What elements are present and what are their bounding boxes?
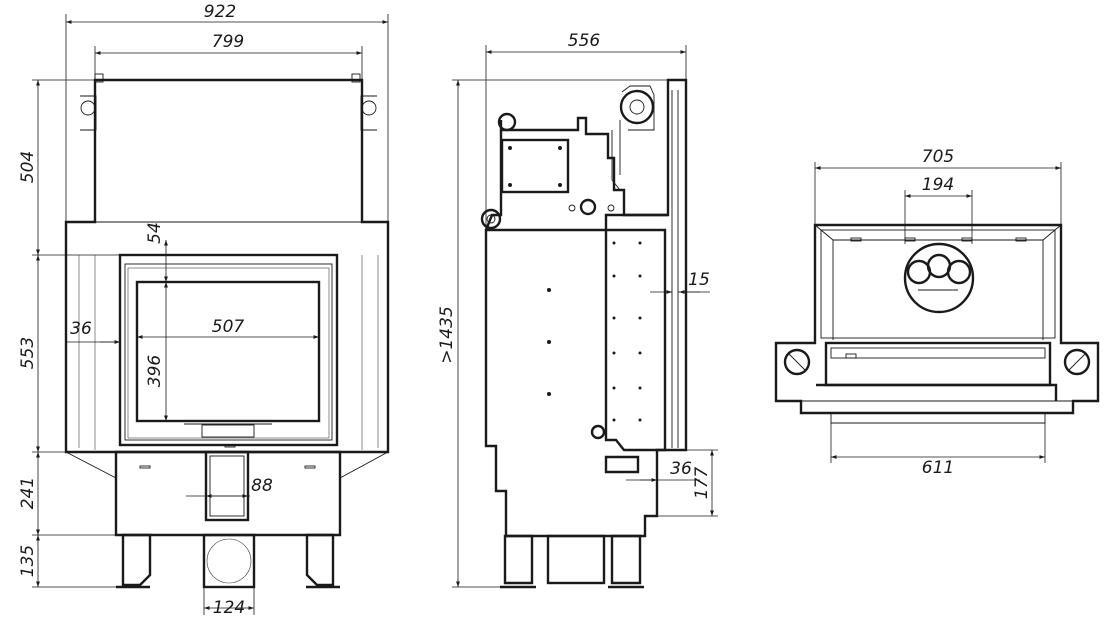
dim-overall-width: 922 (204, 2, 236, 22)
side-leg-left (503, 534, 534, 585)
dim-inlet-width: 88 (251, 476, 273, 496)
dim-leg-height: 135 (18, 545, 38, 577)
side-fan (619, 85, 655, 131)
dim-top-width: 705 (922, 147, 954, 167)
side-door-panel (604, 228, 667, 452)
top-outer-body (774, 223, 1100, 415)
top-flue (903, 242, 975, 314)
front-lower-body (114, 450, 342, 537)
side-view (480, 78, 688, 589)
dim-glass-height: 396 (145, 355, 165, 388)
dim-total-height: >1435 (437, 306, 457, 364)
top-hinge-left (783, 348, 811, 376)
front-door-frame (118, 253, 339, 447)
front-leg-right (305, 533, 335, 587)
top-view (774, 223, 1100, 424)
top-dimensions (814, 162, 1062, 463)
dim-door-offset: 15 (688, 270, 710, 290)
dim-depth: 556 (568, 31, 601, 51)
front-glass (135, 280, 321, 423)
front-view (64, 73, 390, 589)
hinge-right (360, 95, 377, 131)
side-rear-panel (500, 138, 570, 194)
side-main-body (484, 78, 688, 538)
dim-base-width: 611 (922, 458, 954, 478)
front-air-inlet (204, 450, 250, 522)
dim-body-width: 799 (212, 32, 244, 52)
dim-outlet-width: 124 (213, 598, 245, 618)
top-door-rail (824, 341, 1052, 387)
front-dimensions (32, 14, 389, 615)
dim-lower-height: 241 (18, 477, 38, 509)
side-dimension-labels: 556 >1435 15 36 177 (437, 31, 712, 499)
dim-glass-width: 507 (212, 317, 245, 337)
dim-inlet-height: 177 (692, 467, 712, 500)
hinge-left (80, 95, 97, 131)
front-leg-left (121, 533, 152, 587)
top-dimension-labels: 705 194 611 (922, 147, 954, 478)
dim-top-frame: 54 (145, 222, 165, 244)
dim-side-frame: 36 (70, 319, 92, 339)
dim-door-height: 553 (18, 337, 38, 369)
side-leg-right (610, 534, 642, 585)
dim-inlet-depth: 36 (670, 459, 692, 479)
front-upper-body (64, 78, 390, 454)
front-dimension-labels: 922 799 504 553 241 135 54 396 507 36 88… (18, 2, 273, 618)
side-dimensions (452, 45, 718, 588)
side-door-rivets (612, 241, 642, 422)
front-air-outlet (202, 533, 256, 589)
dim-flue-diameter: 194 (922, 175, 954, 195)
dim-upper-height: 504 (18, 151, 38, 183)
top-hinge-right (1063, 348, 1091, 376)
